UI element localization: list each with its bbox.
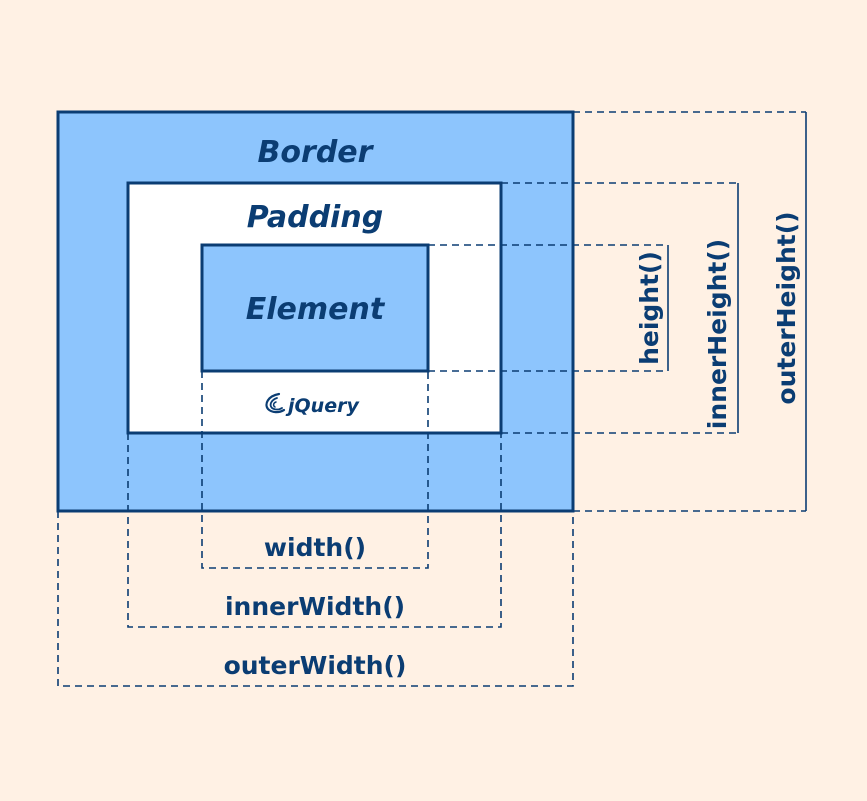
inner-width-label: innerWidth()	[225, 592, 405, 621]
inner-height-label: innerHeight()	[703, 239, 732, 429]
jquery-logo: jQuery	[265, 392, 360, 417]
element-label: Element	[246, 292, 386, 327]
outer-height-label: outerHeight()	[772, 211, 801, 404]
width-label: width()	[264, 533, 366, 562]
element-box	[200, 243, 430, 373]
dashed-guides	[57, 111, 806, 687]
jquery-logo-text: jQuery	[285, 395, 360, 417]
inner-width-bracket	[127, 433, 502, 628]
padding-label: Padding	[247, 200, 383, 235]
width-bracket	[201, 371, 429, 569]
outer-width-bracket	[57, 511, 574, 687]
height-measure-lines	[667, 112, 807, 511]
jquery-swirl-icon	[265, 392, 286, 414]
outer-width-label: outerWidth()	[224, 651, 407, 680]
height-label: height()	[635, 251, 664, 365]
border-label: Border	[258, 135, 375, 170]
